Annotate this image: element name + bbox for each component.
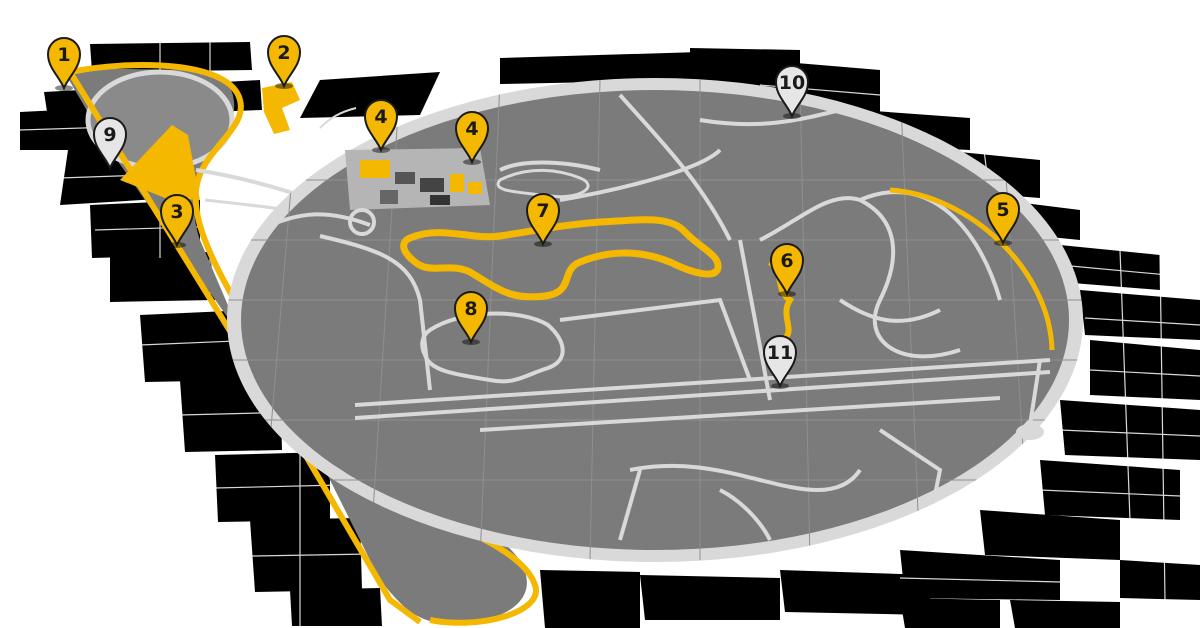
map-pin-icon: [92, 117, 128, 171]
map-marker-10[interactable]: 9: [92, 117, 128, 171]
marker-label: 1: [57, 44, 70, 66]
marker-label: 5: [996, 199, 1009, 221]
marker-label: 8: [464, 298, 477, 320]
map-marker-7[interactable]: 6: [769, 243, 805, 297]
map-marker-9[interactable]: 8: [453, 291, 489, 345]
map-pin-icon: [525, 193, 561, 247]
marker-label: 4: [465, 118, 478, 140]
map-marker-1[interactable]: 1: [46, 37, 82, 91]
map-pin-icon: [159, 194, 195, 248]
map-pin-icon: [762, 335, 798, 389]
map-marker-3[interactable]: 3: [159, 194, 195, 248]
marker-label: 9: [103, 124, 116, 146]
map-pin-icon: [769, 243, 805, 297]
marker-label: 10: [779, 72, 805, 94]
marker-label: 3: [170, 201, 183, 223]
map-pin-icon: [774, 65, 810, 119]
marker-label: 11: [767, 342, 793, 364]
main-oval-track: [227, 78, 1083, 562]
map-pin-icon: [363, 99, 399, 153]
map-marker-12[interactable]: 11: [762, 335, 798, 389]
map-marker-11[interactable]: 10: [774, 65, 810, 119]
map-marker-4[interactable]: 4: [363, 99, 399, 153]
marker-label: 7: [536, 200, 549, 222]
marker-label: 6: [780, 250, 793, 272]
map-marker-8[interactable]: 7: [525, 193, 561, 247]
map-pin-icon: [46, 37, 82, 91]
marker-label: 2: [277, 42, 290, 64]
marker-label: 4: [374, 106, 387, 128]
map-pin-icon: [985, 192, 1021, 246]
map-marker-5[interactable]: 4: [454, 111, 490, 165]
map-pin-icon: [266, 35, 302, 89]
map-pin-icon: [454, 111, 490, 165]
facilities-block: [345, 148, 490, 236]
map-marker-2[interactable]: 2: [266, 35, 302, 89]
markers: 1 2 3 4 4 5 6 7 8 9 10 11: [46, 35, 1021, 389]
map-pin-icon: [453, 291, 489, 345]
map-marker-6[interactable]: 5: [985, 192, 1021, 246]
